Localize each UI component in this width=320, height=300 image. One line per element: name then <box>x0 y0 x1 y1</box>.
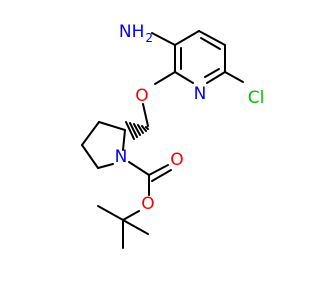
bond-ring-c6-n <box>206 71 226 84</box>
bond-ester-o-tbu <box>122 210 140 221</box>
ether-o-label: O <box>135 86 148 106</box>
stereo-hash-bond <box>125 121 149 140</box>
bond-c3-amine <box>151 32 176 46</box>
bond-ring-c6-n-inner <box>204 68 220 78</box>
bond-n-carbonyl-c <box>128 161 150 176</box>
bond-tbu-me2 <box>122 219 149 235</box>
ester-o-label: O <box>141 194 154 214</box>
pyrrolidine-n-label: N <box>115 147 128 167</box>
bond-ring-c4-c5-inner <box>200 37 221 50</box>
bond-pyr-c2-c3 <box>98 121 126 131</box>
bond-tbu-me1 <box>97 205 124 221</box>
chlorine-label: Cl <box>248 88 265 108</box>
amine-label: NH2 <box>119 22 153 45</box>
pyridine-n-label: N <box>194 84 207 104</box>
bond-ring-n-c2 <box>174 71 194 84</box>
bond-ring-c3-c4 <box>174 30 200 46</box>
bond-ring-c4-c5 <box>198 30 226 46</box>
bond-carbonyl-double-1 <box>148 164 169 176</box>
bond-pyr-c3-c4 <box>81 121 100 146</box>
svg-text:NH2: NH2 <box>119 22 153 45</box>
bond-pyr-n-c2 <box>122 129 126 151</box>
bond-c6-cl <box>224 71 244 83</box>
carbonyl-o-label: O <box>170 150 183 170</box>
bond-pyr-c5-n <box>97 163 114 169</box>
bond-c2-ether-o <box>154 71 176 85</box>
bond-ether-o-ch2 <box>142 103 149 127</box>
bond-carbonyl-double-2 <box>151 169 172 182</box>
bond-pyr-c4-c5 <box>81 144 99 169</box>
molecule-structure-diagram: NH2 N Cl O N O O <box>81 22 265 249</box>
